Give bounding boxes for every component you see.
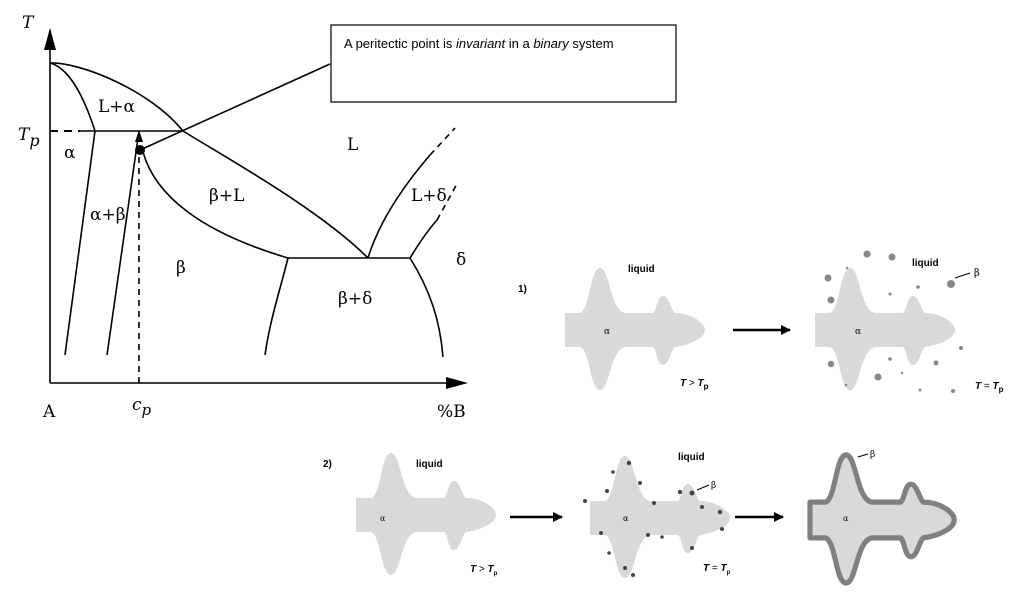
region-beta-l: β+L [209, 186, 244, 206]
condition-label: T = Tp [975, 381, 1004, 394]
callout-box: A peritectic point is invariant in a bin… [330, 24, 677, 103]
sequence-2-number: 2) [323, 459, 332, 470]
alpha-dendrite [356, 453, 496, 575]
beta-solidus-curve [142, 151, 289, 259]
liquid-label: liquid [628, 264, 655, 275]
x-axis-end-label: %B [437, 402, 466, 422]
condition-label: T > Tp [470, 564, 498, 577]
delta-solvus [409, 257, 444, 358]
cp-label: cp [132, 395, 152, 419]
alpha-dendrite-with-beta-shell [810, 455, 954, 583]
beta-label: β [711, 481, 716, 491]
beta-particles [824, 250, 963, 393]
alpha-dendrite [815, 268, 955, 390]
alpha-label: α [843, 514, 849, 523]
callout-leader-line [139, 63, 331, 151]
beta-label: β [870, 450, 875, 460]
callout-text: A peritectic point is invariant in a bin… [344, 36, 614, 51]
liquid-label: liquid [416, 459, 443, 470]
delta-liquidus [367, 154, 431, 259]
delta-solidus [409, 219, 438, 259]
beta-solvus-right [264, 257, 289, 356]
region-liquid: L [347, 135, 358, 155]
condition-label: T > Tp [680, 378, 709, 391]
x-axis-start-label: A [42, 402, 56, 422]
alpha-dendrite [565, 268, 705, 390]
y-axis-label: T [22, 13, 35, 33]
beta-label: β [974, 268, 980, 279]
alpha-dendrite [590, 456, 730, 578]
condition-label: T = Tp [703, 563, 731, 576]
beta-leader-line [696, 484, 710, 491]
region-delta: δ [456, 250, 466, 270]
beta-nuclei [583, 460, 724, 577]
phase-diagram: T Tp L+α α L β+L α+β β L+δ δ β+δ A cp %B [18, 13, 468, 422]
region-beta: β [176, 258, 186, 278]
tp-label: Tp [18, 125, 40, 150]
beta-leader-line [857, 453, 869, 458]
region-beta-delta: β+δ [338, 289, 372, 309]
liquidus-curve [49, 62, 369, 259]
y-axis-arrow-icon [44, 28, 56, 50]
alpha-label: α [623, 514, 629, 523]
liquid-label: liquid [912, 258, 939, 269]
alpha-label: α [380, 514, 386, 523]
region-alpha: α [64, 143, 76, 163]
x-axis-arrow-icon [446, 377, 468, 389]
delta-liquidus-dashed [429, 127, 456, 156]
liquid-label: liquid [678, 452, 705, 463]
beta-solvus-left [106, 130, 140, 356]
delta-solidus-dashed [436, 181, 459, 221]
alpha-label: α [855, 327, 861, 337]
sequence-2: 2) liquid α T > Tp liquid β α T = Tp β α [323, 450, 954, 583]
region-l-delta: L+δ [411, 186, 447, 206]
beta-leader-line [954, 272, 971, 279]
alpha-label: α [604, 327, 610, 337]
alpha-solvus-curve [49, 62, 96, 356]
sequence-1: 1) liquid α T > Tp liquid β α T = Tp [518, 250, 1004, 394]
sequence-1-number: 1) [518, 284, 527, 295]
region-l-alpha: L+α [98, 97, 136, 117]
region-alpha-beta: α+β [90, 205, 126, 225]
